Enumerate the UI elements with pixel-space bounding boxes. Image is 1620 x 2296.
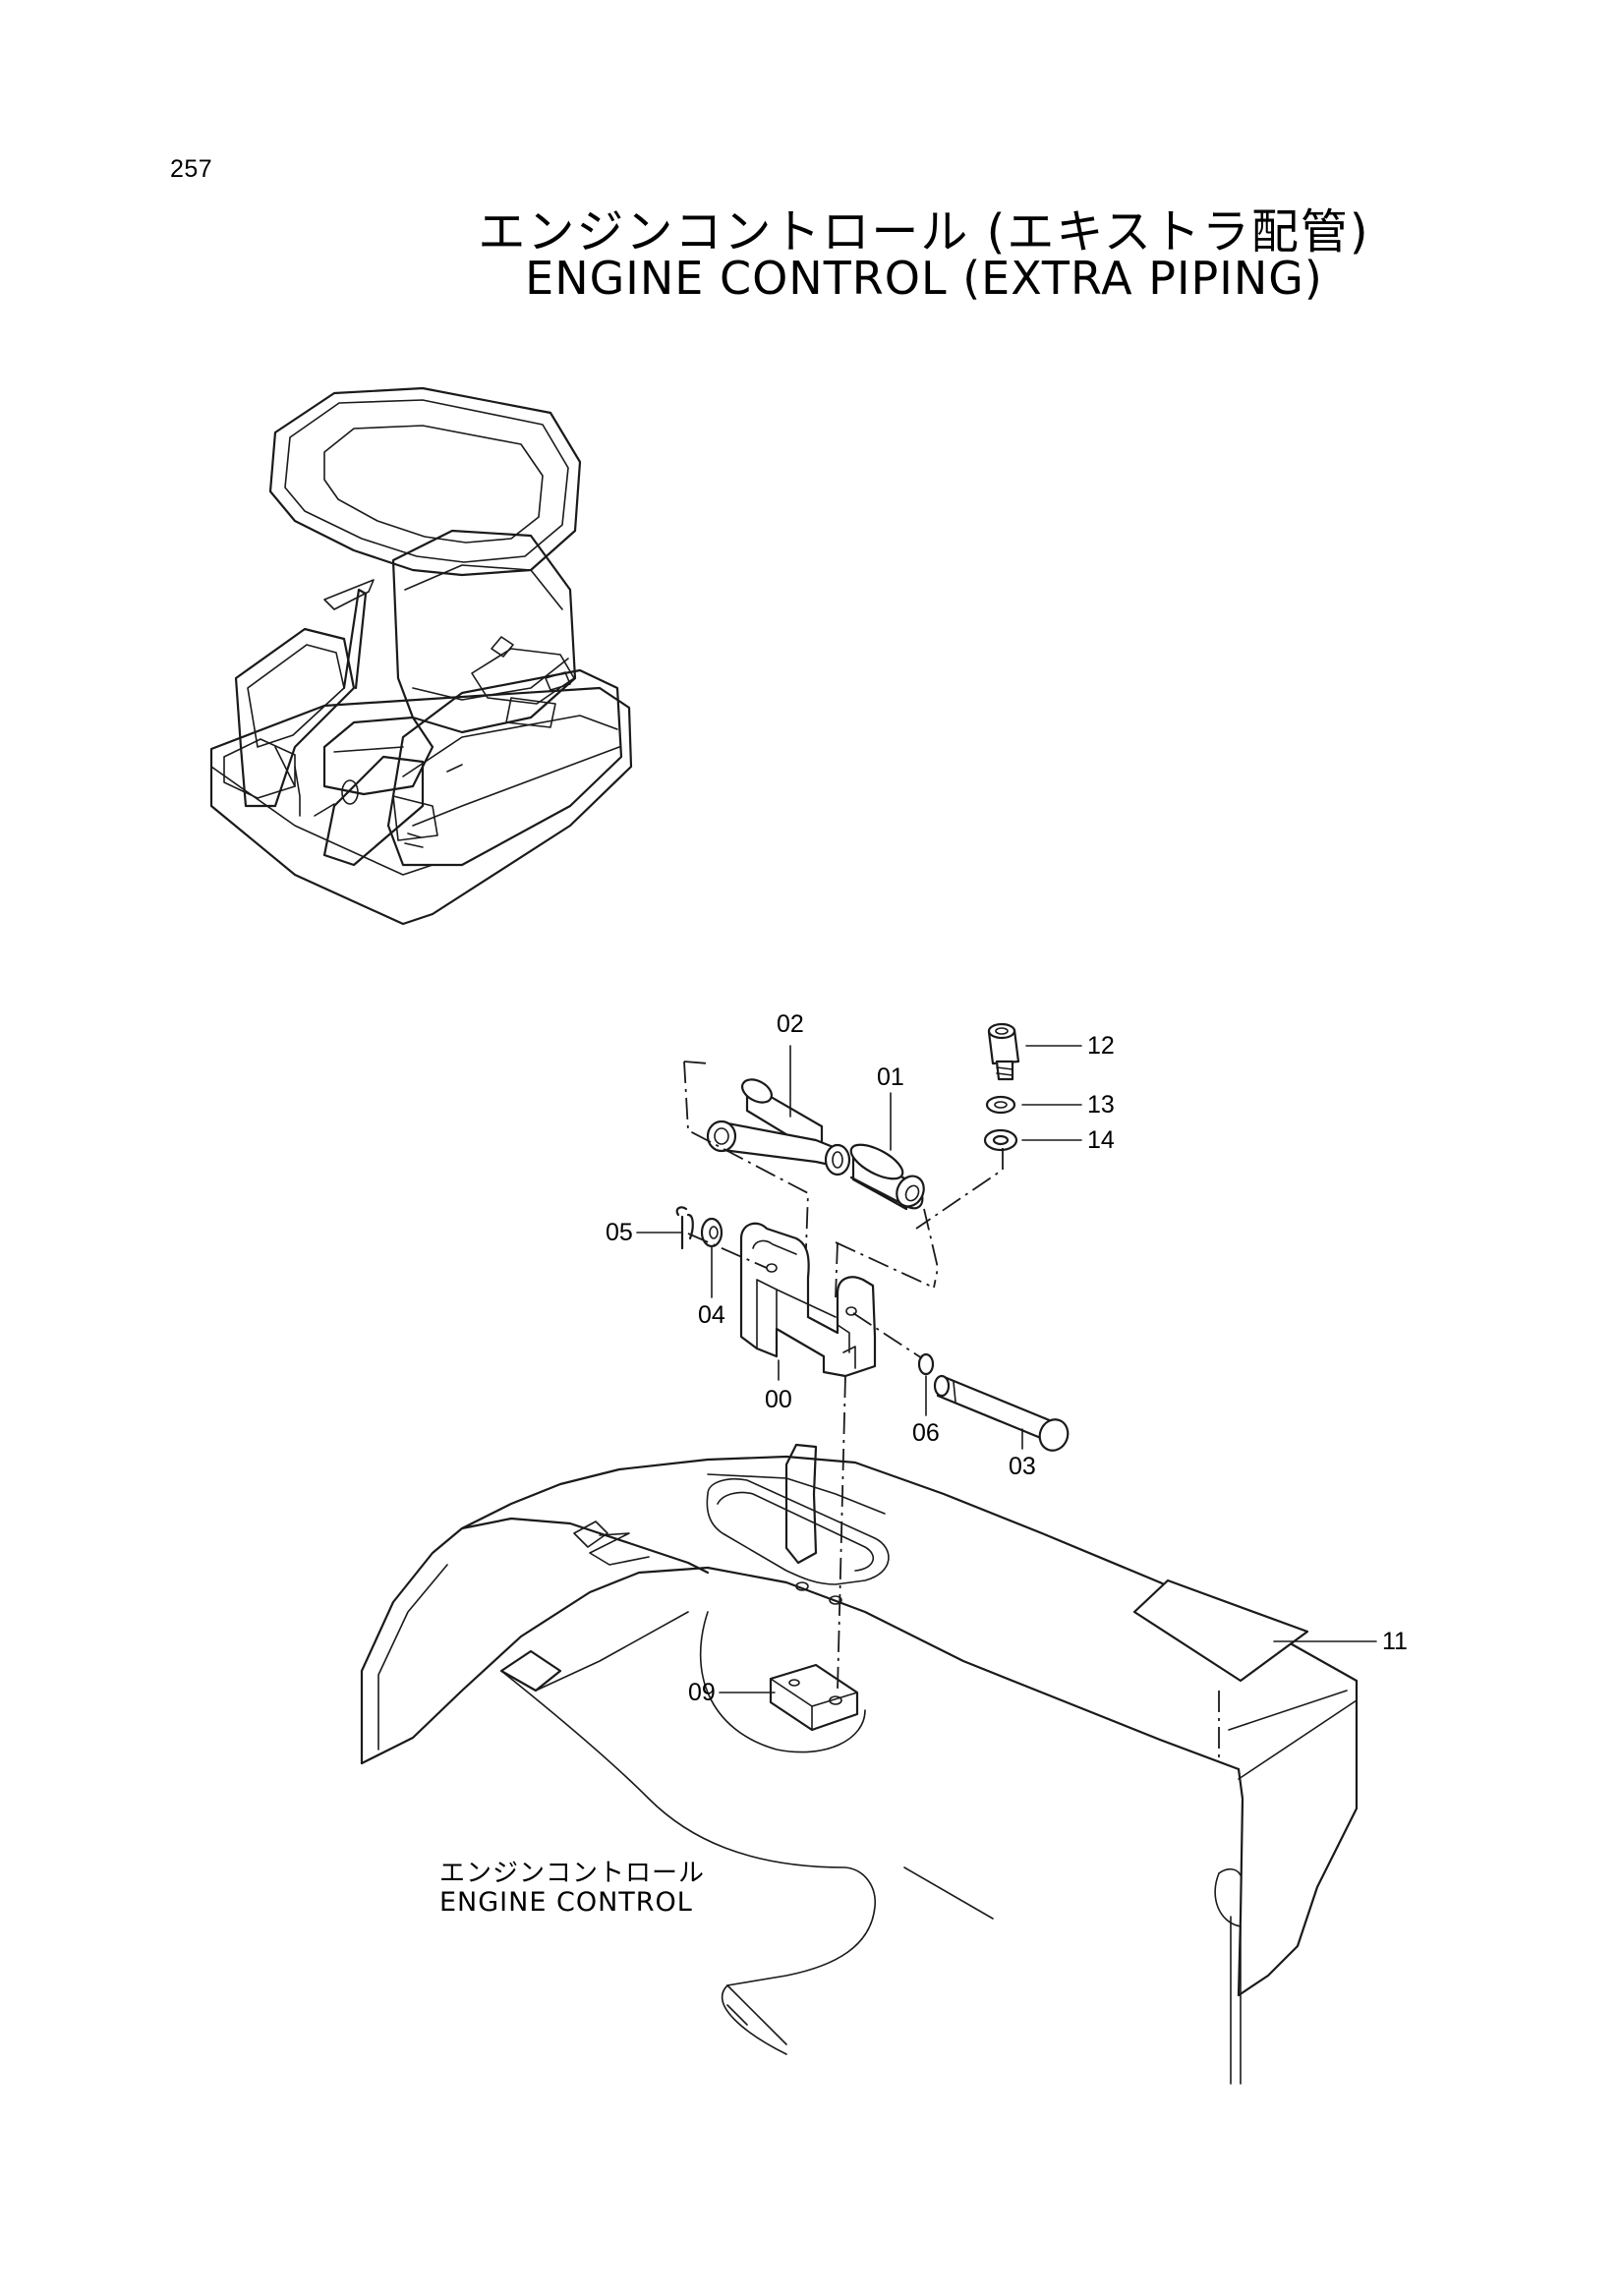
part-03-pin [933,1374,1070,1452]
caption-japanese: エンジンコントロール [439,1859,706,1888]
callout-00: 00 [765,1386,792,1413]
part-06-o-ring [917,1352,935,1376]
part-13-spring-washer [985,1095,1016,1115]
callout-05: 05 [606,1219,633,1246]
callout-03: 03 [1009,1453,1036,1480]
part-12-bolt [987,1022,1020,1081]
callout-labels: 02 01 12 13 14 05 04 00 06 03 09 11 [606,1010,1408,1706]
title-english: ENGINE CONTROL (EXTRA PIPING) [525,252,1323,305]
title-japanese: エンジンコントロール (エキストラ配管) [478,204,1370,259]
caption-english: ENGINE CONTROL [439,1887,693,1918]
callout-13: 13 [1087,1091,1115,1119]
callout-06: 06 [912,1419,940,1447]
callout-01: 01 [877,1063,904,1091]
part-05-cotter-pin [675,1206,694,1250]
part-11-label-plate [1132,1578,1309,1683]
part-02-tee-joint [706,1078,851,1177]
leader-lines [636,1045,1377,1693]
part-04-washer [700,1217,723,1248]
page-number: 257 [170,155,213,183]
seat-overview-illustration [209,386,633,926]
callout-04: 04 [698,1301,725,1329]
assembly-center-lines [683,1061,1220,1759]
part-14-washer [983,1128,1018,1152]
callout-02: 02 [777,1010,804,1038]
part-00-bracket [739,1222,877,1378]
callout-14: 14 [1087,1126,1115,1154]
callout-12: 12 [1087,1032,1115,1060]
part-01-collar [849,1143,925,1211]
engine-cover-body [360,1443,1359,2085]
callout-09: 09 [688,1679,716,1706]
part-09-block [769,1663,859,1732]
callout-11: 11 [1382,1628,1408,1655]
